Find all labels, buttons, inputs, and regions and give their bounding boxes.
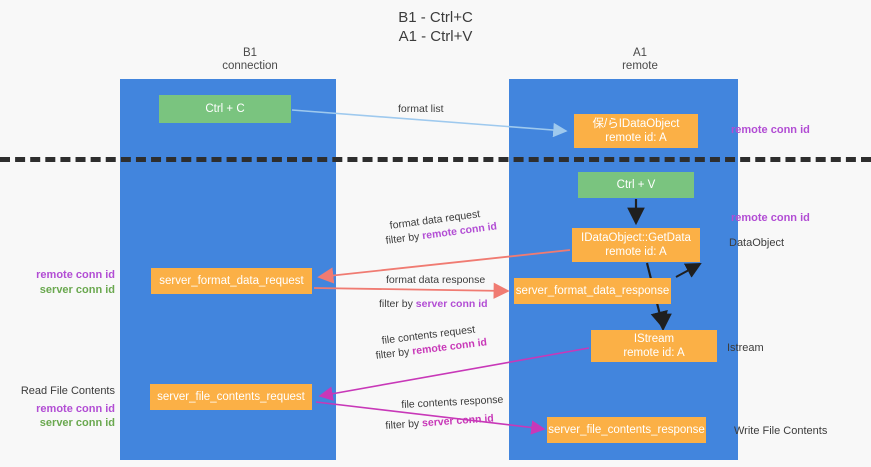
edge-label-format-data-response-filter: filter by server conn id bbox=[379, 298, 488, 311]
annotation-remote-conn-id-top: remote conn id bbox=[731, 124, 810, 136]
node-idataobject-getdata[interactable]: IDataObject::GetData remote id: A bbox=[572, 228, 700, 262]
node-server-file-contents-response[interactable]: server_file_contents_response bbox=[547, 417, 706, 443]
page-title: B1 - Ctrl+C A1 - Ctrl+V bbox=[398, 9, 473, 45]
annotation-read-file-contents: Read File Contents bbox=[20, 385, 115, 397]
edge-label-file-contents-response-filter: filter by server conn id bbox=[385, 412, 494, 433]
node-server-format-data-request[interactable]: server_format_data_request bbox=[151, 268, 312, 294]
annotation-left-server-conn-id-1: server conn id bbox=[39, 284, 115, 296]
column-header-b1: B1 connection bbox=[222, 47, 278, 72]
node-ctrl-c[interactable]: Ctrl + C bbox=[159, 95, 291, 123]
annotation-left-server-conn-id-2: server conn id bbox=[39, 417, 115, 429]
edge-label-format-list: format list bbox=[398, 103, 444, 115]
node-ctrl-v[interactable]: Ctrl + V bbox=[578, 172, 694, 198]
node-server-file-contents-request[interactable]: server_file_contents_request bbox=[150, 384, 312, 410]
filter-prefix: filter by bbox=[379, 298, 416, 310]
column-header-a1: A1 remote bbox=[622, 47, 658, 72]
node-idataobject[interactable]: 保/らIDataObject remote id: A bbox=[574, 114, 698, 148]
phase-divider bbox=[0, 157, 871, 162]
filter-key: server conn id bbox=[415, 298, 488, 310]
filter-prefix: filter by bbox=[385, 417, 423, 432]
annotation-istream: Istream bbox=[727, 342, 764, 354]
node-server-format-data-response[interactable]: server_format_data_response bbox=[514, 278, 671, 304]
annotation-dataobject: DataObject bbox=[729, 237, 785, 249]
edge-label-file-contents-response: file contents response bbox=[401, 393, 504, 411]
annotation-write-file-contents: Write File Contents bbox=[734, 425, 828, 437]
annotation-remote-conn-id-mid: remote conn id bbox=[731, 212, 810, 224]
edge-label-format-data-response: format data response bbox=[386, 274, 486, 286]
annotation-left-remote-conn-id-2: remote conn id bbox=[36, 403, 115, 415]
annotation-left-remote-conn-id-1: remote conn id bbox=[36, 269, 115, 281]
node-istream[interactable]: IStream remote id: A bbox=[591, 330, 717, 362]
filter-prefix: filter by bbox=[375, 345, 413, 362]
filter-key: server conn id bbox=[421, 412, 495, 430]
